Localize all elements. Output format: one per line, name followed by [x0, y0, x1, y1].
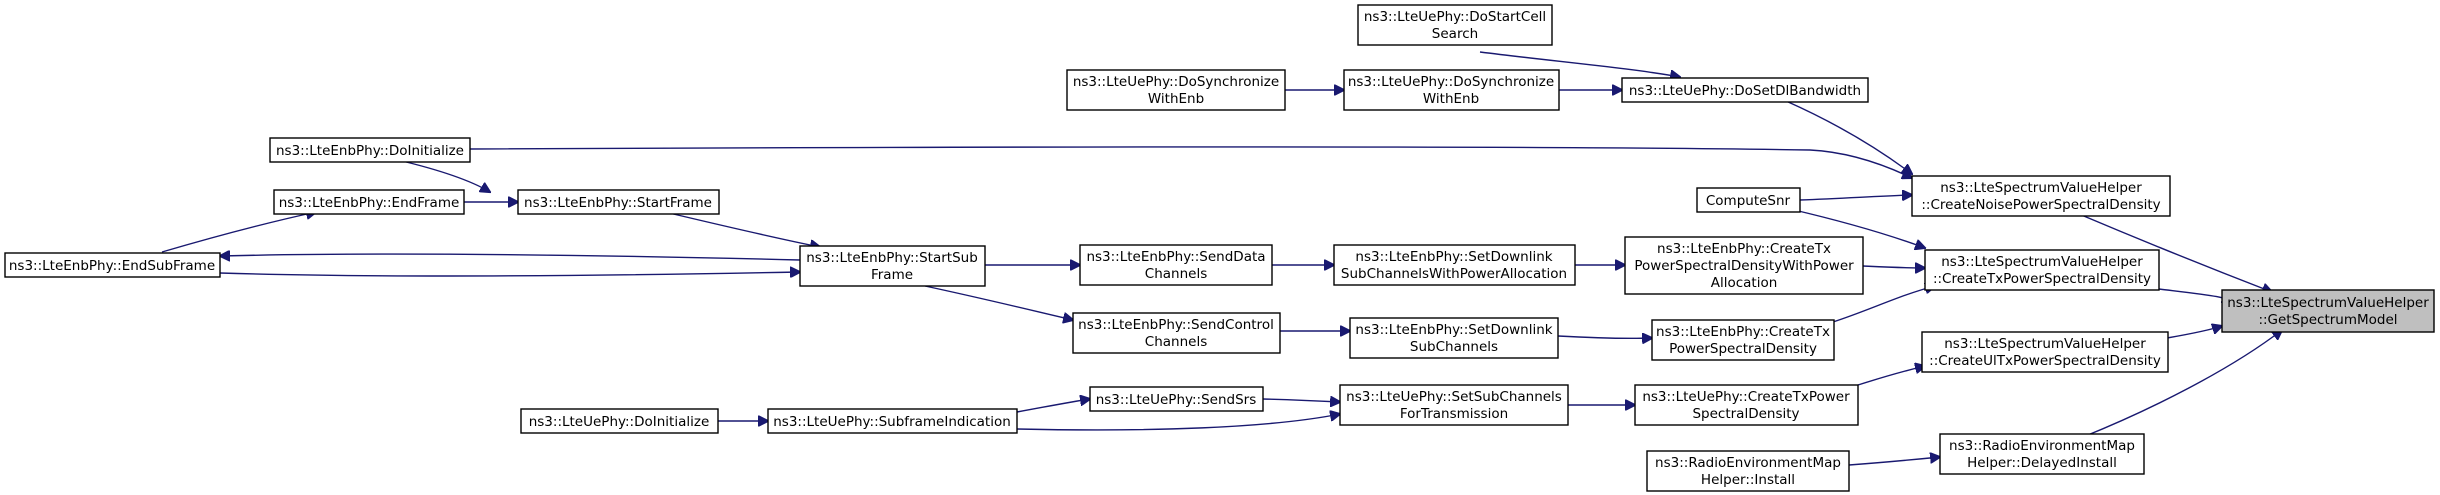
node-label: ns3::LteEnbPhy::CreateTx	[1657, 241, 1831, 257]
node-label: ns3::LteEnbPhy::DoInitialize	[276, 143, 464, 159]
node-getspectrummodel[interactable]: ns3::LteSpectrumValueHelper ::GetSpectru…	[2221, 289, 2435, 333]
node-label: ns3::LteUePhy::DoSynchronize	[1073, 74, 1279, 90]
node-label: ns3::LteUePhy::SetSubChannels	[1346, 389, 1562, 405]
node-label: WithEnb	[1423, 91, 1479, 107]
edge-setdlsub-to-enbcreatetx	[1557, 336, 1652, 338]
node-label: ns3::LteEnbPhy::StartSub	[806, 250, 978, 266]
node-label: ::CreateTxPowerSpectralDensity	[1933, 271, 2151, 287]
node-ueinit[interactable]: ns3::LteUePhy::DoInitialize	[520, 408, 719, 434]
node-label: ns3::LteSpectrumValueHelper	[1941, 254, 2143, 270]
node-label: SubChannels	[1410, 339, 1498, 355]
edge-enbinit-to-createnoise	[469, 146, 1912, 178]
node-label: ns3::LteUePhy::SubframeIndication	[773, 414, 1011, 430]
node-label: ::CreateNoisePowerSpectralDensity	[1921, 197, 2160, 213]
edge-startframe-to-startsubframe	[664, 211, 820, 247]
edges	[161, 51, 2282, 466]
edge-sendsrs-to-setsubchannels	[1262, 399, 1340, 402]
node-label: ns3::LteSpectrumValueHelper	[1944, 336, 2146, 352]
node-label: WithEnb	[1148, 91, 1204, 107]
node-label: Search	[1432, 26, 1478, 42]
node-label: Helper::Install	[1701, 472, 1795, 488]
node-setdlsubwpa[interactable]: ns3::LteEnbPhy::SetDownlink SubChannelsW…	[1333, 244, 1576, 286]
edge-subframeind-to-setsubchannels	[1016, 414, 1340, 431]
node-label: ns3::LteUePhy::DoStartCell	[1364, 9, 1546, 25]
node-label: ns3::LteSpectrumValueHelper	[1940, 180, 2142, 196]
edge-setdlbandwidth-to-createnoise	[1785, 100, 1912, 174]
node-reminstall[interactable]: ns3::RadioEnvironmentMap Helper::Install	[1646, 450, 1850, 492]
node-label: ns3::LteEnbPhy::SetDownlink	[1355, 249, 1552, 265]
edge-computesnr-to-createnoise	[1799, 195, 1912, 200]
node-label: ns3::LteEnbPhy::StartFrame	[524, 195, 712, 211]
edge-endsubframe-to-startsubframe	[219, 272, 800, 276]
node-label: Helper::DelayedInstall	[1967, 455, 2117, 471]
edge-computesnr-to-createtx	[1789, 208, 1925, 248]
node-createtx[interactable]: ns3::LteSpectrumValueHelper ::CreateTxPo…	[1924, 249, 2160, 291]
edge-delayedinstall-to-getspectrummodel	[2082, 330, 2282, 438]
node-label: ns3::LteEnbPhy::EndFrame	[279, 195, 460, 211]
node-label: PowerSpectralDensity	[1669, 341, 1817, 357]
edge-startsubframe-to-endsubframe	[220, 254, 801, 260]
edge-enbcreatetxwpa-to-createtx	[1862, 266, 1925, 268]
node-createnoise[interactable]: ns3::LteSpectrumValueHelper ::CreateNois…	[1911, 175, 2171, 217]
node-label: ns3::LteUePhy::DoSynchronize	[1348, 74, 1554, 90]
edge-uecreatetx-to-createultx	[1857, 366, 1925, 386]
node-label: Channels	[1145, 266, 1207, 282]
node-enbinit[interactable]: ns3::LteEnbPhy::DoInitialize	[269, 137, 471, 163]
node-label: ns3::LteUePhy::SendSrs	[1096, 392, 1257, 408]
edge-startcellsearch-to-setdlbandwidth	[1479, 51, 1680, 77]
node-dosync1[interactable]: ns3::LteUePhy::DoSynchronize WithEnb	[1343, 69, 1560, 111]
node-label: ns3::LteUePhy::CreateTxPower	[1642, 389, 1850, 405]
node-label: ns3::LteEnbPhy::SendData	[1086, 249, 1265, 265]
node-label: ns3::RadioEnvironmentMap	[1949, 438, 2135, 454]
node-dosync2[interactable]: ns3::LteUePhy::DoSynchronize WithEnb	[1066, 69, 1286, 111]
node-label: ns3::LteSpectrumValueHelper	[2227, 295, 2429, 311]
node-sendsrs[interactable]: ns3::LteUePhy::SendSrs	[1089, 386, 1264, 412]
node-label: ns3::LteEnbPhy::EndSubFrame	[9, 258, 215, 274]
edge-subframeind-to-sendsrs	[1016, 399, 1090, 413]
node-label: ns3::LteEnbPhy::SetDownlink	[1355, 322, 1552, 338]
edge-startsubframe-to-sendcontrol	[924, 285, 1073, 320]
node-sendcontrol[interactable]: ns3::LteEnbPhy::SendControl Channels	[1072, 312, 1281, 354]
node-label: Allocation	[1711, 275, 1778, 291]
node-startframe[interactable]: ns3::LteEnbPhy::StartFrame	[517, 189, 720, 215]
node-label: ns3::RadioEnvironmentMap	[1655, 455, 1841, 471]
node-label: SpectralDensity	[1692, 406, 1799, 422]
edge-enbinit-to-startframe	[397, 159, 490, 192]
node-senddata[interactable]: ns3::LteEnbPhy::SendData Channels	[1079, 244, 1273, 286]
node-createultx[interactable]: ns3::LteSpectrumValueHelper ::CreateUlTx…	[1921, 331, 2169, 373]
node-label: ns3::LteUePhy::DoInitialize	[529, 414, 710, 430]
node-computesnr[interactable]: ComputeSnr	[1696, 187, 1801, 213]
node-label: ForTransmission	[1400, 406, 1508, 422]
node-enbcreatetx[interactable]: ns3::LteEnbPhy::CreateTx PowerSpectralDe…	[1651, 319, 1835, 361]
node-setsubchannels[interactable]: ns3::LteUePhy::SetSubChannels ForTransmi…	[1339, 384, 1569, 426]
node-label: ns3::LteUePhy::DoSetDlBandwidth	[1629, 83, 1861, 99]
node-label: ns3::LteEnbPhy::SendControl	[1078, 317, 1274, 333]
node-enbcreatetxwpa[interactable]: ns3::LteEnbPhy::CreateTx PowerSpectralDe…	[1624, 236, 1864, 295]
edge-endsubframe-to-endframe	[161, 212, 316, 253]
node-label: PowerSpectralDensityWithPower	[1634, 258, 1854, 274]
node-label: ComputeSnr	[1706, 193, 1791, 209]
node-label: ns3::LteEnbPhy::CreateTx	[1656, 324, 1830, 340]
node-endsubframe[interactable]: ns3::LteEnbPhy::EndSubFrame	[4, 252, 221, 278]
node-setdlbandwidth[interactable]: ns3::LteUePhy::DoSetDlBandwidth	[1621, 77, 1869, 103]
node-subframeind[interactable]: ns3::LteUePhy::SubframeIndication	[767, 408, 1018, 434]
node-startcellsearch[interactable]: ns3::LteUePhy::DoStartCell Search	[1357, 4, 1553, 46]
edge-createultx-to-getspectrummodel	[2166, 326, 2222, 339]
node-endframe[interactable]: ns3::LteEnbPhy::EndFrame	[273, 189, 465, 215]
node-startsubframe[interactable]: ns3::LteEnbPhy::StartSub Frame	[799, 245, 986, 287]
edge-createnoise-to-getspectrummodel	[2078, 213, 2272, 292]
node-label: ::GetSpectrumModel	[2258, 312, 2397, 328]
node-uecreatetx[interactable]: ns3::LteUePhy::CreateTxPower SpectralDen…	[1634, 384, 1859, 426]
node-label: SubChannelsWithPowerAllocation	[1341, 266, 1567, 282]
node-delayedinstall[interactable]: ns3::RadioEnvironmentMap Helper::Delayed…	[1939, 433, 2145, 475]
node-setdlsub[interactable]: ns3::LteEnbPhy::SetDownlink SubChannels	[1349, 317, 1559, 359]
edge-createtx-to-getspectrummodel	[2158, 288, 2226, 302]
node-label: ::CreateUlTxPowerSpectralDensity	[1929, 353, 2161, 369]
edge-reminstall-to-delayedinstall	[1848, 457, 1940, 466]
edge-enbcreatetx-to-createtx	[1832, 286, 1935, 323]
node-label: Frame	[871, 267, 913, 283]
node-label: Channels	[1145, 334, 1207, 350]
